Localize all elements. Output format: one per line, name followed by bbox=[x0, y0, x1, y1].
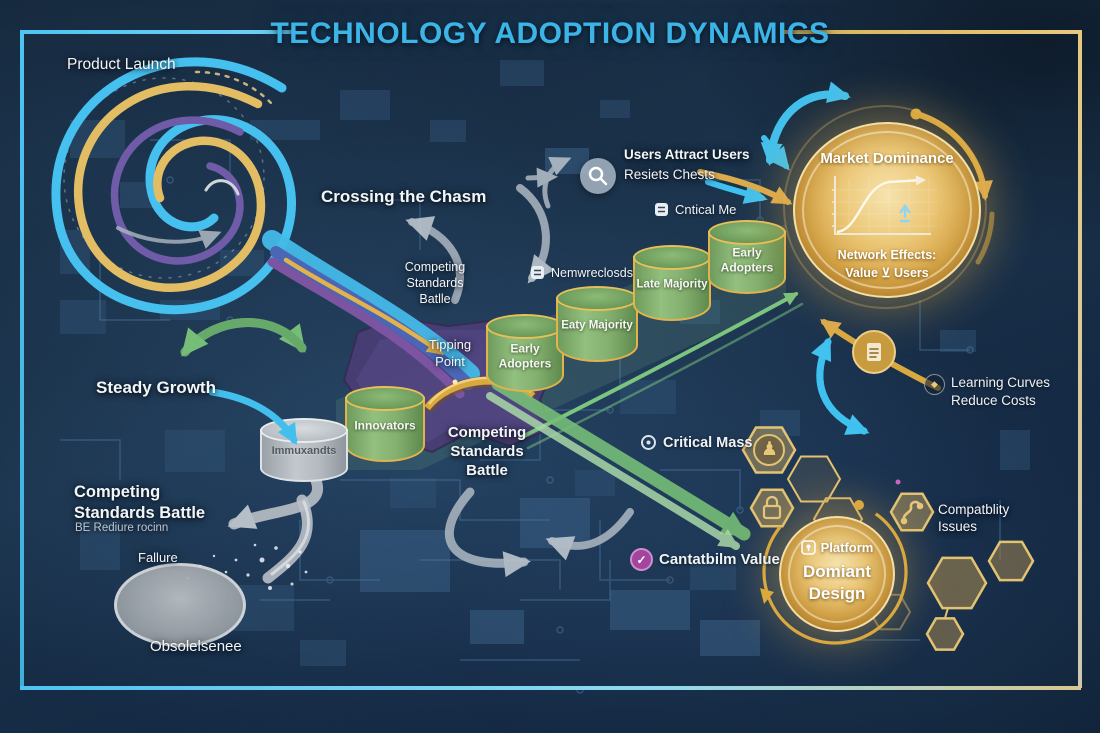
stage-innovators-label: Innovators bbox=[354, 418, 416, 433]
stage-late-majority: Late Majority bbox=[633, 245, 711, 321]
splash-particles bbox=[186, 543, 308, 590]
meter-icon bbox=[530, 265, 545, 280]
stage-early-majority: Eaty Majority bbox=[556, 286, 638, 362]
check-icon: ✓ bbox=[630, 548, 653, 571]
platform-line2: Design bbox=[808, 584, 866, 603]
users-attract-sub: Resiets Chests bbox=[624, 167, 715, 182]
launch-ribbon bbox=[262, 230, 480, 399]
frame-top-left bbox=[20, 30, 292, 34]
stage-early-adopters-top-label: Early Adopters bbox=[720, 245, 774, 275]
frame-bottom bbox=[20, 686, 1081, 690]
learning-loop bbox=[810, 319, 941, 435]
stage-laggards: Immuxandts bbox=[260, 418, 348, 482]
page-title: TECHNOLOGY ADOPTION DYNAMICS bbox=[270, 17, 830, 50]
network-effects-line2: Value ⊻ Users bbox=[845, 266, 929, 280]
target-icon bbox=[640, 434, 657, 451]
network-metric-badge-label: Nemwreclosds bbox=[551, 265, 633, 280]
stage-late-majority-label: Late Majority bbox=[636, 278, 708, 291]
stage-early-adopters-top: Early Adopters bbox=[708, 220, 786, 294]
market-dominance-card: Market Dominance Network Effects: Value … bbox=[793, 122, 981, 298]
market-arrows bbox=[697, 81, 995, 309]
critical-mass-label-row: Critical Mass bbox=[640, 434, 752, 451]
green-arrows bbox=[180, 292, 804, 550]
stage-early-adopters-label: Early Adopters bbox=[498, 341, 552, 371]
critical-mass-badge: Cntical Me bbox=[654, 202, 736, 217]
stage-early-majority-label: Eaty Majority bbox=[561, 319, 633, 332]
compatibility-issues-label: Compatblity Issues bbox=[938, 502, 1010, 535]
failure-tube bbox=[227, 472, 323, 584]
critical-mass-text: Critical Mass bbox=[663, 434, 753, 451]
obsolescence-pool bbox=[114, 563, 246, 647]
contributed-value-row: ✓ Cantatbilm Value bbox=[630, 548, 780, 571]
contributed-value-text: Cantatbilm Value bbox=[659, 551, 780, 568]
frame-top-right bbox=[780, 30, 1080, 34]
steady-growth-label: Steady Growth bbox=[96, 378, 216, 397]
competing-standards-mid: Competing Standards Battle bbox=[447, 424, 527, 480]
value-up-icon bbox=[899, 203, 911, 223]
market-dominance-title: Market Dominance bbox=[820, 150, 954, 167]
list-icon bbox=[654, 202, 669, 217]
frame-left bbox=[20, 30, 24, 688]
learning-curves-text: Learning Curves Reduce Costs bbox=[951, 375, 1051, 409]
competing-standards-bottom: Competing Standards Battle bbox=[74, 483, 206, 523]
platform-line1: Domiant bbox=[803, 562, 871, 581]
diamond-icon: ◆ bbox=[924, 374, 945, 395]
launch-spiral bbox=[51, 57, 296, 315]
s-curve-chart bbox=[832, 175, 937, 235]
gray-flow-arrows bbox=[405, 156, 634, 578]
platform-design-card: Platform Domiant Design bbox=[779, 516, 895, 632]
frame-right bbox=[1078, 30, 1082, 688]
crossing-chasm-label: Crossing the Chasm bbox=[321, 187, 487, 206]
failure-label: Fallure bbox=[138, 550, 178, 565]
users-attract-label: Users Attract Users bbox=[624, 147, 750, 162]
circuit-chips-light bbox=[360, 148, 760, 656]
platform-badge-icon bbox=[800, 540, 816, 555]
critical-mass-badge-label: Cntical Me bbox=[675, 202, 737, 217]
tipping-point-label: Tipping Point bbox=[428, 337, 472, 369]
product-launch-label: Product Launch bbox=[67, 56, 176, 73]
network-effects-line1: Network Effects: bbox=[837, 248, 937, 262]
chess-piece-icon: ♟ bbox=[761, 439, 779, 460]
obsolescence-label: Obsolelsenee bbox=[150, 638, 242, 655]
stage-innovators: Innovators bbox=[345, 386, 425, 462]
stage-early-adopters: Early Adopters bbox=[486, 314, 564, 392]
competing-standards-bottom-sub: BE Rediure rocinn bbox=[75, 522, 169, 534]
document-icon bbox=[867, 343, 881, 361]
magnifier-bubble bbox=[580, 158, 616, 194]
platform-ring bbox=[760, 499, 908, 645]
search-icon bbox=[588, 166, 608, 186]
platform-badge-label: Platform bbox=[820, 540, 874, 555]
learning-curves-row: ◆ Learning Curves Reduce Costs bbox=[924, 374, 1050, 410]
lock-icon bbox=[762, 495, 782, 520]
competing-standards-upper: Competing Standards Batlle bbox=[404, 260, 466, 306]
network-metric-badge: Nemwreclosds bbox=[530, 265, 633, 280]
stage-laggards-label: Immuxandts bbox=[271, 444, 337, 457]
hexagon-cluster bbox=[741, 426, 1035, 651]
puzzle-icon bbox=[900, 500, 924, 525]
